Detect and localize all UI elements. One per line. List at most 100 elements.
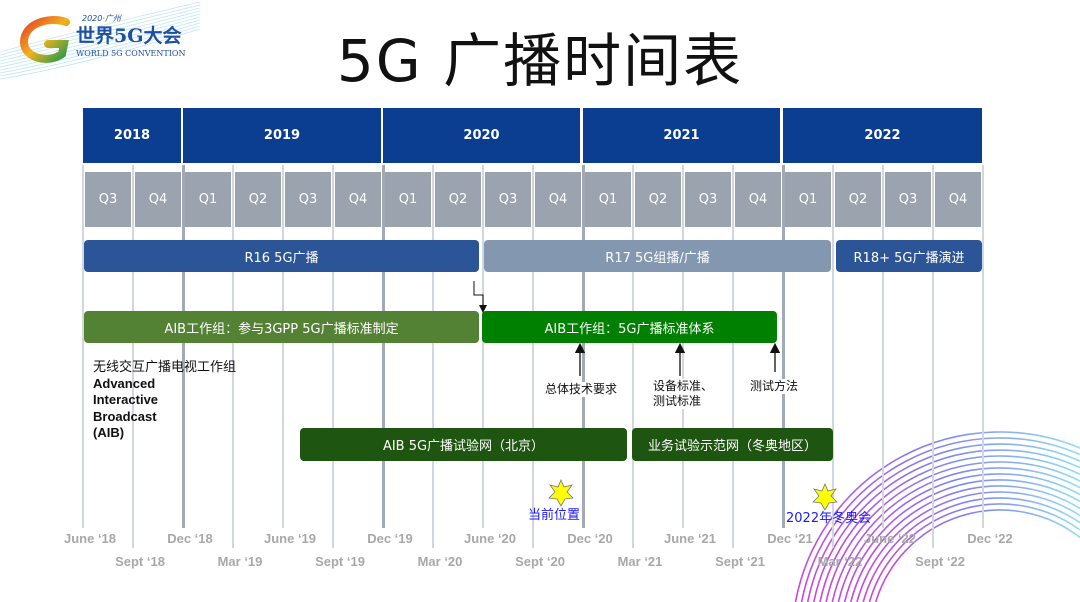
month-label: Sept ‘18 <box>115 554 165 569</box>
wave-line <box>0 25 201 77</box>
arc-line <box>831 467 1080 602</box>
milestone-general-requirements: 总体技术要求 <box>545 382 618 397</box>
quarter-box: Q4 <box>335 172 381 227</box>
milestone-test-line: 测试标准 <box>653 394 702 408</box>
timeline-gridline <box>532 165 534 548</box>
month-label: Dec ‘21 <box>767 531 813 546</box>
quarter-box: Q3 <box>485 172 531 227</box>
r17-bar: R17 5G组播/广播 <box>484 240 831 272</box>
month-label: Mar ‘20 <box>417 554 463 569</box>
quarter-box: Q1 <box>385 172 431 227</box>
timeline-gridline <box>432 165 434 548</box>
month-label: Mar ‘21 <box>617 554 663 569</box>
wave-lines-decoration <box>0 1 201 80</box>
aib-standard-participation-bar: AIB工作组：参与3GPP 5G广播标准制定 <box>84 311 479 343</box>
month-label: June ‘20 <box>463 531 517 546</box>
timeline-gridline <box>781 165 785 528</box>
concentric-arcs-decoration <box>794 431 1080 602</box>
quarter-box: Q4 <box>135 172 181 227</box>
arc-line <box>874 509 1080 602</box>
wave-line <box>0 19 201 71</box>
month-label: Mar ‘22 <box>817 554 863 569</box>
logo-g-mark-icon <box>19 16 70 63</box>
aib-standard-system-bar: AIB工作组：5G广播标准体系 <box>482 311 777 343</box>
aib-en-line3: Broadcast <box>93 408 157 424</box>
arc-line <box>825 461 1080 602</box>
olympics-label: 2022年冬奥会 <box>786 511 872 526</box>
quarter-box: Q2 <box>235 172 281 227</box>
arc-line <box>868 503 1080 602</box>
arc-line <box>794 431 1080 602</box>
month-label: Dec ‘19 <box>367 531 413 546</box>
month-label: Dec ‘20 <box>567 531 613 546</box>
quarter-box: Q3 <box>685 172 731 227</box>
arc-line <box>813 449 1080 602</box>
arc-line <box>850 485 1080 602</box>
arc-line <box>800 437 1080 602</box>
timeline-gridline <box>282 165 284 528</box>
arc-line <box>862 497 1080 602</box>
month-label: Mar ‘19 <box>217 554 263 569</box>
year-2021: 2021 <box>583 108 780 163</box>
timeline-gridline <box>181 165 185 528</box>
timeline-gridline <box>482 165 484 528</box>
aib-trial-network-bar: AIB 5G广播试验网（北京） <box>300 428 627 461</box>
month-label: June ‘18 <box>63 531 117 546</box>
timeline-gridline <box>732 165 734 548</box>
quarter-box: Q4 <box>535 172 581 227</box>
year-2020: 2020 <box>383 108 580 163</box>
month-label: Dec ‘18 <box>167 531 213 546</box>
month-label: June ‘21 <box>663 531 717 546</box>
quarter-box: Q2 <box>835 172 881 227</box>
r18-bar: R18+ 5G广播演进 <box>836 240 982 272</box>
year-2018: 2018 <box>83 108 181 163</box>
month-label: Dec ‘22 <box>967 531 1013 546</box>
arc-line <box>843 479 1080 602</box>
aib-en-line1: Advanced <box>93 375 156 391</box>
logo-line1: 2020·广州 <box>82 14 121 23</box>
milestone-test-methods: 测试方法 <box>750 379 799 394</box>
timeline-gridline <box>882 165 884 528</box>
timeline-gridline <box>132 165 134 548</box>
arc-line <box>806 443 1080 602</box>
timeline-gridline <box>232 165 234 548</box>
olympic-demo-network-bar: 业务试验示范网（冬奥地区） <box>632 428 833 461</box>
quarter-box: Q2 <box>635 172 681 227</box>
wave-line <box>0 22 201 74</box>
logo-line3: WORLD 5G CONVENTION <box>76 49 186 58</box>
logo-line2: 世界5G大会 <box>76 25 182 47</box>
quarter-box: Q4 <box>935 172 981 227</box>
timeline-gridline <box>932 165 934 548</box>
timeline-gridline <box>982 165 984 528</box>
quarter-box: Q1 <box>585 172 631 227</box>
wave-line <box>0 10 201 62</box>
month-label: June ‘19 <box>263 531 317 546</box>
arc-line <box>819 455 1080 602</box>
wave-line <box>0 7 201 59</box>
timeline-gridline <box>381 165 385 528</box>
wave-line <box>0 16 201 68</box>
quarter-box: Q2 <box>435 172 481 227</box>
timeline-gridline <box>82 165 84 528</box>
arc-line <box>856 491 1080 602</box>
quarter-box: Q1 <box>185 172 231 227</box>
timeline-gridline <box>682 165 684 528</box>
aib-description: 无线交互广播电视工作组 Advanced Interactive Broadca… <box>93 359 236 442</box>
timeline-gridline <box>832 165 834 548</box>
month-label: Sept ‘21 <box>715 554 765 569</box>
month-label: Sept ‘19 <box>315 554 365 569</box>
year-2022: 2022 <box>783 108 982 163</box>
aib-cn-name: 无线交互广播电视工作组 <box>93 359 237 374</box>
month-label: Sept ‘20 <box>515 554 565 569</box>
timeline-gridline <box>632 165 634 548</box>
quarter-box: Q4 <box>735 172 781 227</box>
month-label: June ‘22 <box>863 531 917 546</box>
wave-line <box>0 28 201 80</box>
r16-bar: R16 5G广播 <box>84 240 479 272</box>
wave-line <box>0 13 201 65</box>
quarter-box: Q3 <box>85 172 131 227</box>
milestone-device-line: 设备标准、 <box>653 379 714 393</box>
quarter-box: Q1 <box>785 172 831 227</box>
aib-en-line2: Interactive <box>93 392 159 407</box>
